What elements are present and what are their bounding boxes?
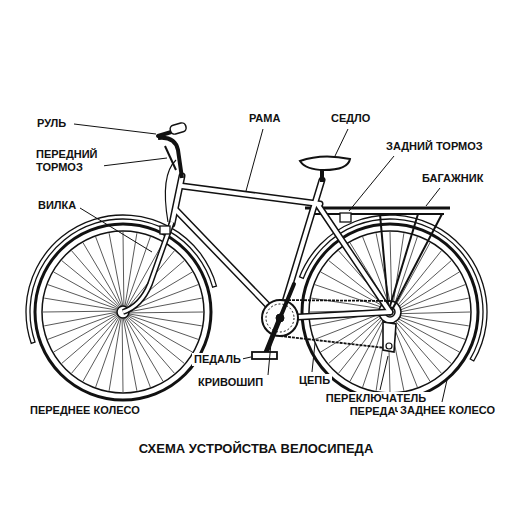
rear-brake	[340, 213, 351, 222]
spoke	[124, 318, 150, 387]
leader-line	[335, 129, 348, 156]
spoke	[96, 237, 122, 306]
part-label: ЗАДНИЙ ТОРМОЗ	[384, 140, 485, 153]
rack-top	[305, 207, 450, 210]
stem	[158, 138, 182, 178]
bottom-bracket	[276, 314, 284, 322]
spoke	[123, 232, 125, 306]
spoke	[62, 315, 118, 363]
leader-line	[102, 158, 167, 166]
part-label: ПЕДАЛЬ	[192, 353, 243, 366]
leader-line	[426, 188, 440, 206]
spoke	[109, 318, 121, 391]
spoke	[401, 312, 470, 314]
grip	[169, 122, 187, 135]
rack-strut	[390, 214, 418, 306]
jockey-wheel	[386, 343, 392, 349]
spoke	[43, 311, 117, 313]
leader-line	[268, 343, 271, 375]
spoke	[396, 321, 442, 373]
spoke	[62, 261, 119, 308]
spoke	[125, 233, 137, 306]
spoke	[109, 233, 123, 306]
saddle	[300, 156, 350, 170]
fender	[300, 215, 487, 361]
spoke	[83, 243, 121, 307]
crank-arm	[265, 318, 280, 355]
spoke	[122, 318, 124, 392]
chainring-teeth	[266, 304, 294, 332]
leader-line	[349, 156, 394, 211]
fenders	[26, 215, 487, 361]
spoke	[321, 316, 380, 352]
spoke	[401, 298, 469, 312]
fork	[123, 222, 172, 312]
leader-line	[380, 356, 388, 390]
fender	[26, 215, 216, 343]
spoke	[390, 232, 392, 301]
spoke	[400, 317, 466, 339]
front-brake	[160, 226, 170, 234]
spoke	[72, 316, 119, 373]
spoke	[125, 318, 163, 382]
leader-line	[312, 343, 315, 372]
spoke	[329, 318, 381, 364]
part-label: ПЕРЕДНЕЕ КОЛЕСО	[28, 404, 142, 417]
leader-line	[246, 129, 263, 191]
drivetrain	[252, 284, 396, 359]
spoke	[128, 316, 193, 352]
part-label: СЕДЛО	[329, 112, 372, 125]
leader-line	[74, 124, 156, 134]
part-label: КРИВОШИП	[196, 376, 265, 389]
leader-lines	[74, 124, 447, 402]
part-label: РАМА	[247, 112, 282, 125]
spoke	[394, 322, 430, 381]
pedal	[252, 352, 277, 359]
spoke	[399, 261, 451, 307]
spoke	[363, 322, 385, 388]
rack-strut	[380, 214, 388, 304]
rack-strut	[392, 214, 442, 310]
spoke	[129, 314, 202, 326]
part-label: ЦЕПЬ	[297, 374, 332, 387]
part-label: ЗАДНЕЕ КОЛЕСО	[398, 404, 497, 417]
part-label: БАГАЖНИК	[420, 172, 485, 185]
spoke	[127, 317, 184, 364]
spoke	[44, 298, 117, 310]
spoke	[48, 313, 117, 339]
fork-core	[123, 222, 172, 312]
derailleur	[383, 322, 396, 352]
spoke	[129, 312, 203, 314]
wheels	[35, 224, 478, 400]
leader-line	[80, 208, 152, 252]
chainring	[262, 300, 298, 336]
brake-cable	[165, 160, 176, 222]
spoke	[44, 312, 117, 326]
part-label: ПЕРЕДНИЙ ТОРМОЗ	[34, 148, 104, 174]
part-label: ВИЛКА	[36, 199, 78, 212]
spoke	[54, 272, 119, 308]
spoke	[123, 318, 137, 391]
rack-rail	[312, 213, 444, 215]
spoke	[83, 317, 119, 382]
spoke	[126, 317, 174, 373]
spoke	[401, 285, 465, 310]
diagram-title: СХЕМА УСТРОЙСТВА ВЕЛОСИПЕДА	[0, 441, 512, 456]
spoke	[54, 314, 118, 352]
spoke	[72, 251, 120, 307]
leader-line	[442, 380, 447, 402]
part-label: РУЛЬ	[35, 117, 68, 130]
leader-line	[242, 357, 251, 359]
hubs	[117, 301, 401, 323]
chain-top	[280, 300, 390, 301]
crank-arm	[280, 284, 294, 318]
frame	[172, 176, 390, 318]
